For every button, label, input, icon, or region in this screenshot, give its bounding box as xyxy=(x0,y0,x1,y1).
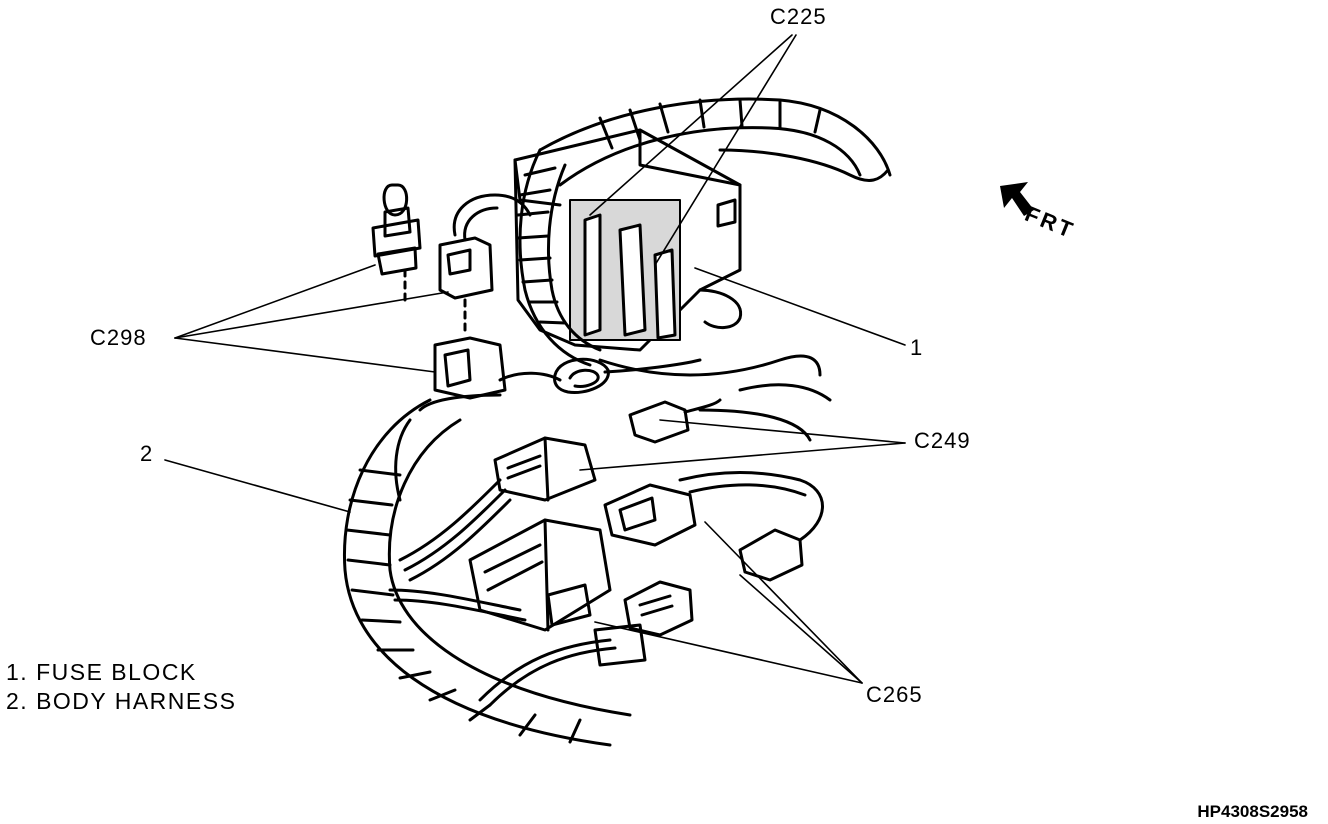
ring-terminal xyxy=(498,357,702,395)
callout-c225: C225 xyxy=(770,4,827,29)
callout-c298: C298 xyxy=(90,325,147,350)
body-harness xyxy=(342,354,832,747)
front-label: FRT xyxy=(1021,200,1079,244)
c249-connectors xyxy=(493,398,722,502)
front-direction-indicator: FRT xyxy=(998,174,1108,244)
leader-lines xyxy=(164,34,906,684)
figure-id: HP4308S2958 xyxy=(1197,802,1308,821)
callout-item-2: 2 xyxy=(140,441,154,466)
callout-c249: C249 xyxy=(914,428,971,453)
upper-harness xyxy=(538,97,892,187)
c298-components xyxy=(371,183,532,400)
callout-c265: C265 xyxy=(866,682,923,707)
legend-item-body-harness: 2. BODY HARNESS xyxy=(6,688,237,714)
callout-item-1: 1 xyxy=(910,335,924,360)
fuse-block xyxy=(513,128,743,352)
c265-connectors xyxy=(593,483,804,667)
harness-wires xyxy=(388,471,824,707)
braided-harness xyxy=(516,148,602,367)
legend-item-fuse-block: 1. FUSE BLOCK xyxy=(6,659,197,685)
legend: 1. FUSE BLOCK 2. BODY HARNESS xyxy=(6,658,236,716)
front-arrow-icon xyxy=(1000,182,1034,216)
large-connector xyxy=(468,518,612,632)
